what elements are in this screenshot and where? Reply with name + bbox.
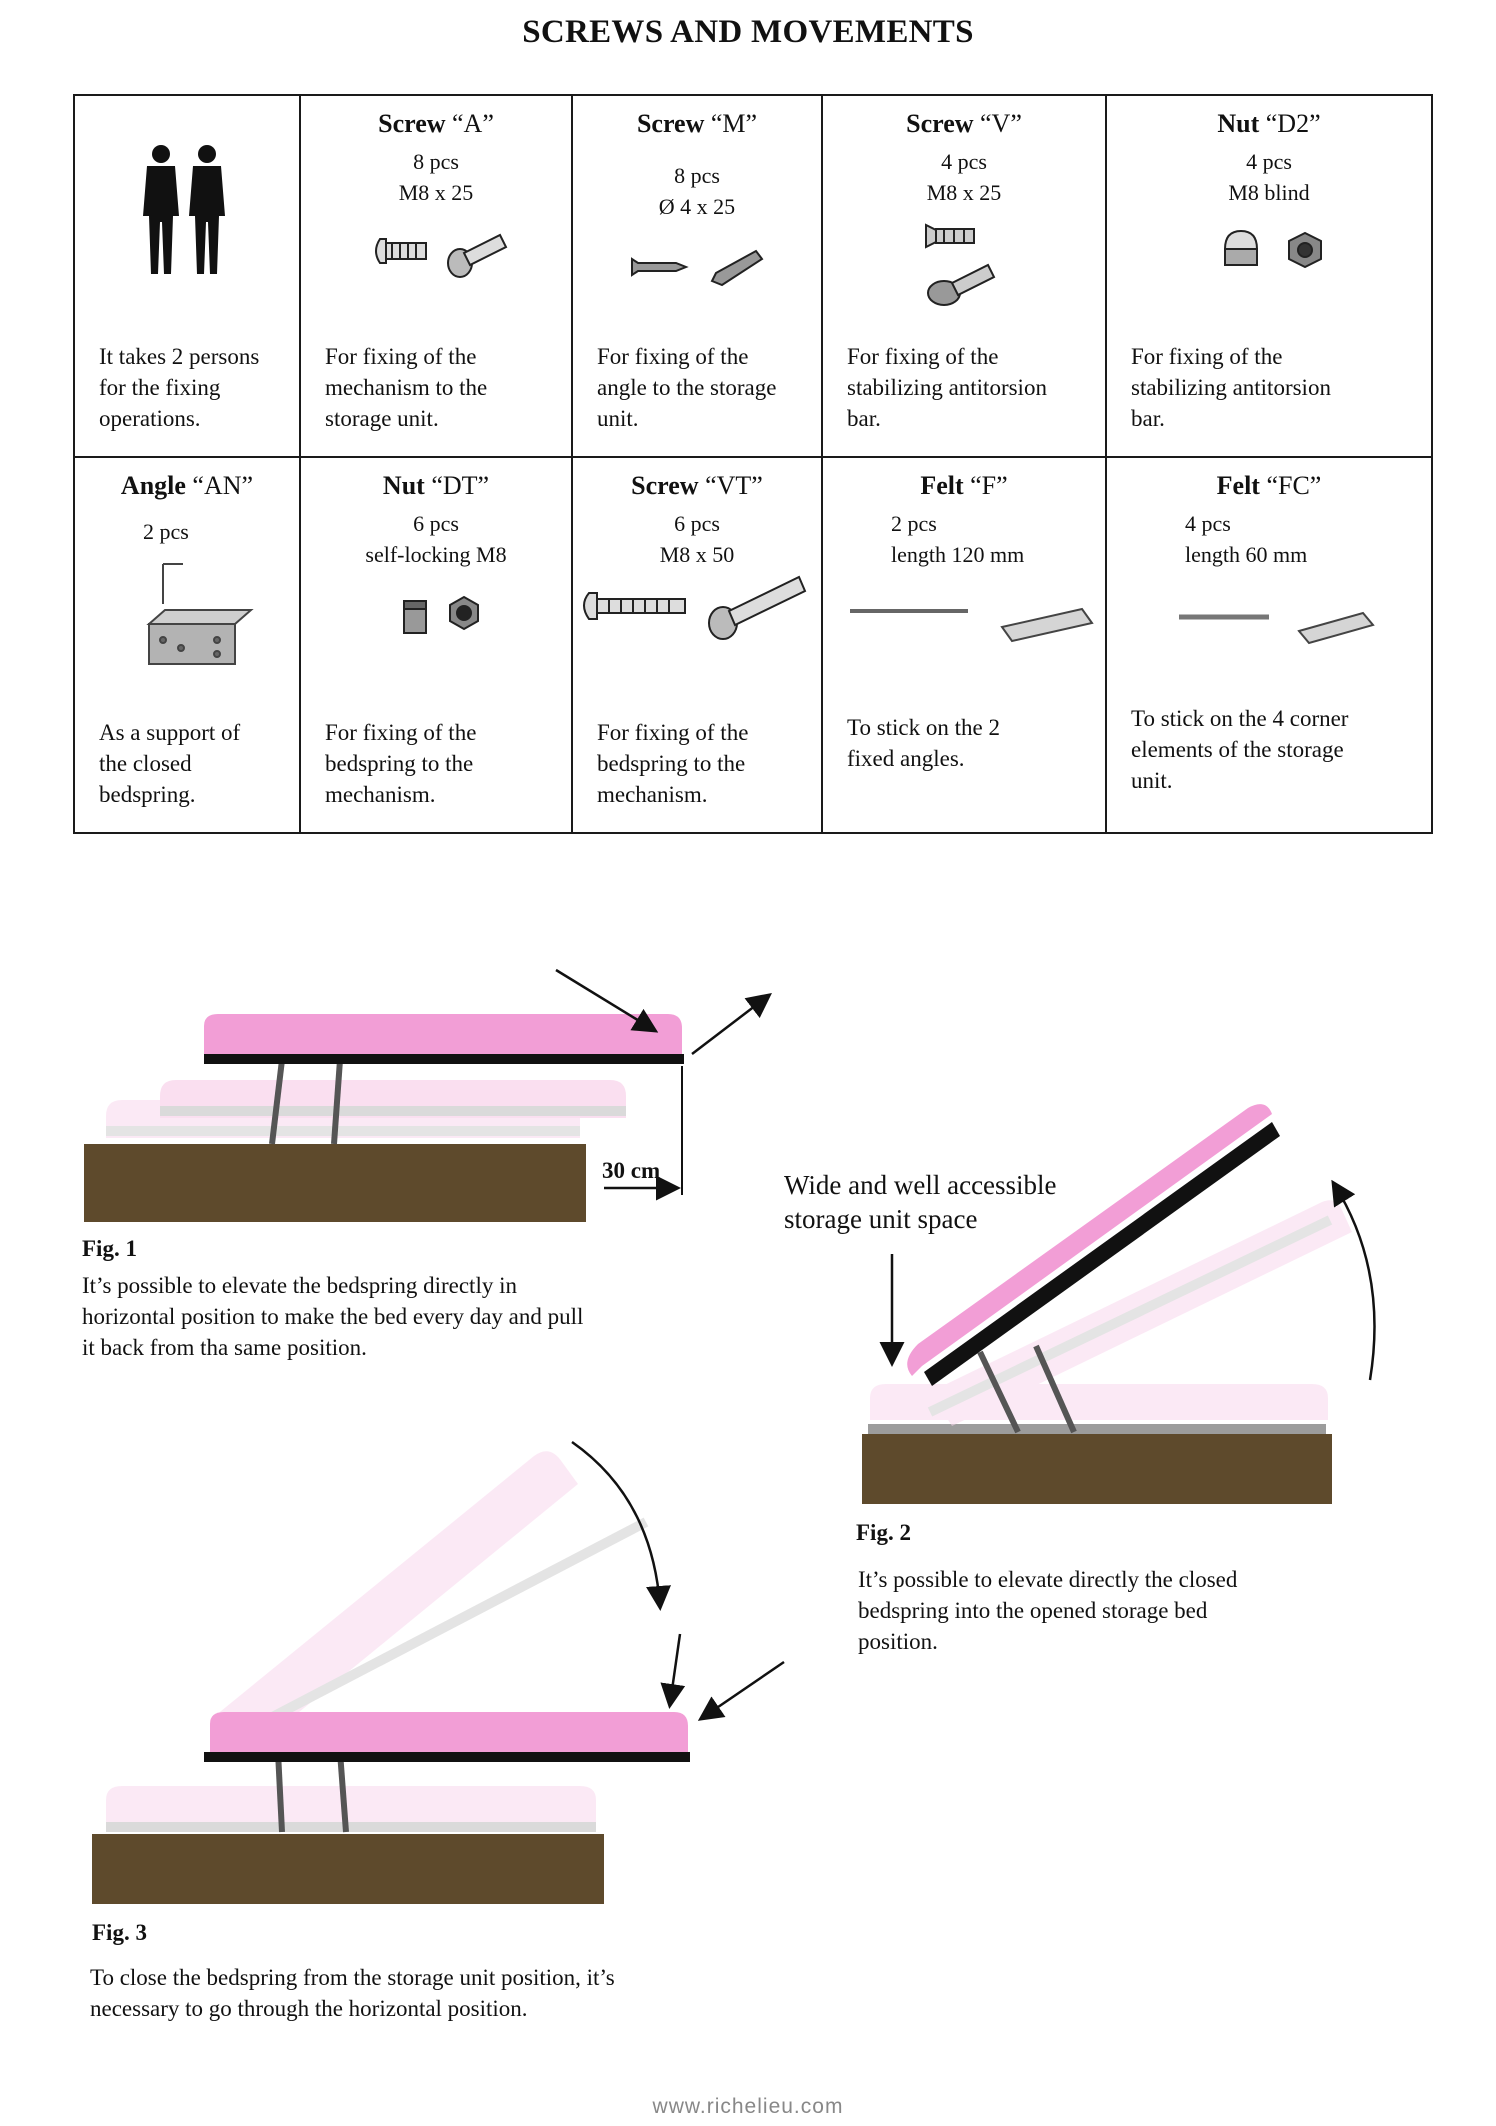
fig1-caption: It’s possible to elevate the bedspring d… bbox=[82, 1273, 584, 1361]
part-name: Angle “AN” bbox=[120, 471, 254, 500]
mattress-horizontal bbox=[210, 1712, 688, 1752]
fig2-caption: It’s possible to elevate directly the cl… bbox=[858, 1567, 1238, 1655]
fig1-label: Fig. 1 bbox=[82, 1236, 137, 1261]
part-name: Felt “F” bbox=[920, 471, 1008, 500]
felt-strip-icon bbox=[823, 581, 1105, 693]
fig1-dimension: 30 cm bbox=[602, 1158, 660, 1183]
mattress-raised bbox=[907, 1104, 1272, 1376]
bed-frame bbox=[924, 1122, 1280, 1386]
screw-a-icon bbox=[301, 219, 571, 331]
footer-url: www.richelieu.com bbox=[652, 2095, 844, 2118]
mattress-top bbox=[204, 1014, 682, 1054]
fig1-illustration bbox=[84, 968, 772, 1222]
bed-frame bbox=[204, 1054, 684, 1064]
storage-base bbox=[84, 1144, 586, 1222]
fig2-label: Fig. 2 bbox=[856, 1520, 911, 1545]
bed-frame bbox=[204, 1752, 690, 1762]
angle-bracket-icon bbox=[75, 558, 299, 670]
screw-vt-icon bbox=[573, 571, 821, 683]
screw-m-icon bbox=[573, 233, 821, 345]
part-name: Screw “A” bbox=[378, 109, 494, 138]
storage-base bbox=[92, 1834, 604, 1904]
self-locking-nut-icon bbox=[301, 581, 571, 693]
two-persons-icon bbox=[75, 144, 299, 304]
blind-nut-icon bbox=[1107, 219, 1431, 331]
screw-v-icon bbox=[823, 219, 1105, 311]
part-name: Nut “DT” bbox=[382, 471, 490, 500]
fig3-caption: To close the bedspring from the storage … bbox=[90, 1965, 615, 2022]
felt-corner-icon bbox=[1107, 581, 1431, 693]
fig3-label: Fig. 3 bbox=[92, 1920, 147, 1945]
part-name: Screw “V” bbox=[906, 109, 1022, 138]
fig2-callout-line2: storage unit space bbox=[784, 1204, 977, 1234]
part-qty: 2 pcs bbox=[143, 519, 189, 545]
page-title: SCREWS AND MOVEMENTS bbox=[522, 14, 974, 50]
part-name: Screw “VT” bbox=[631, 471, 763, 500]
fig2-callout-line1: Wide and well accessible bbox=[784, 1170, 1057, 1200]
fig2-illustration bbox=[862, 1104, 1376, 1504]
part-name: Screw “M” bbox=[636, 109, 758, 138]
storage-base bbox=[862, 1434, 1332, 1504]
part-name: Felt “FC” bbox=[1216, 471, 1322, 500]
part-name: Nut “D2” bbox=[1217, 109, 1321, 138]
fig3-illustration bbox=[92, 1440, 785, 1904]
